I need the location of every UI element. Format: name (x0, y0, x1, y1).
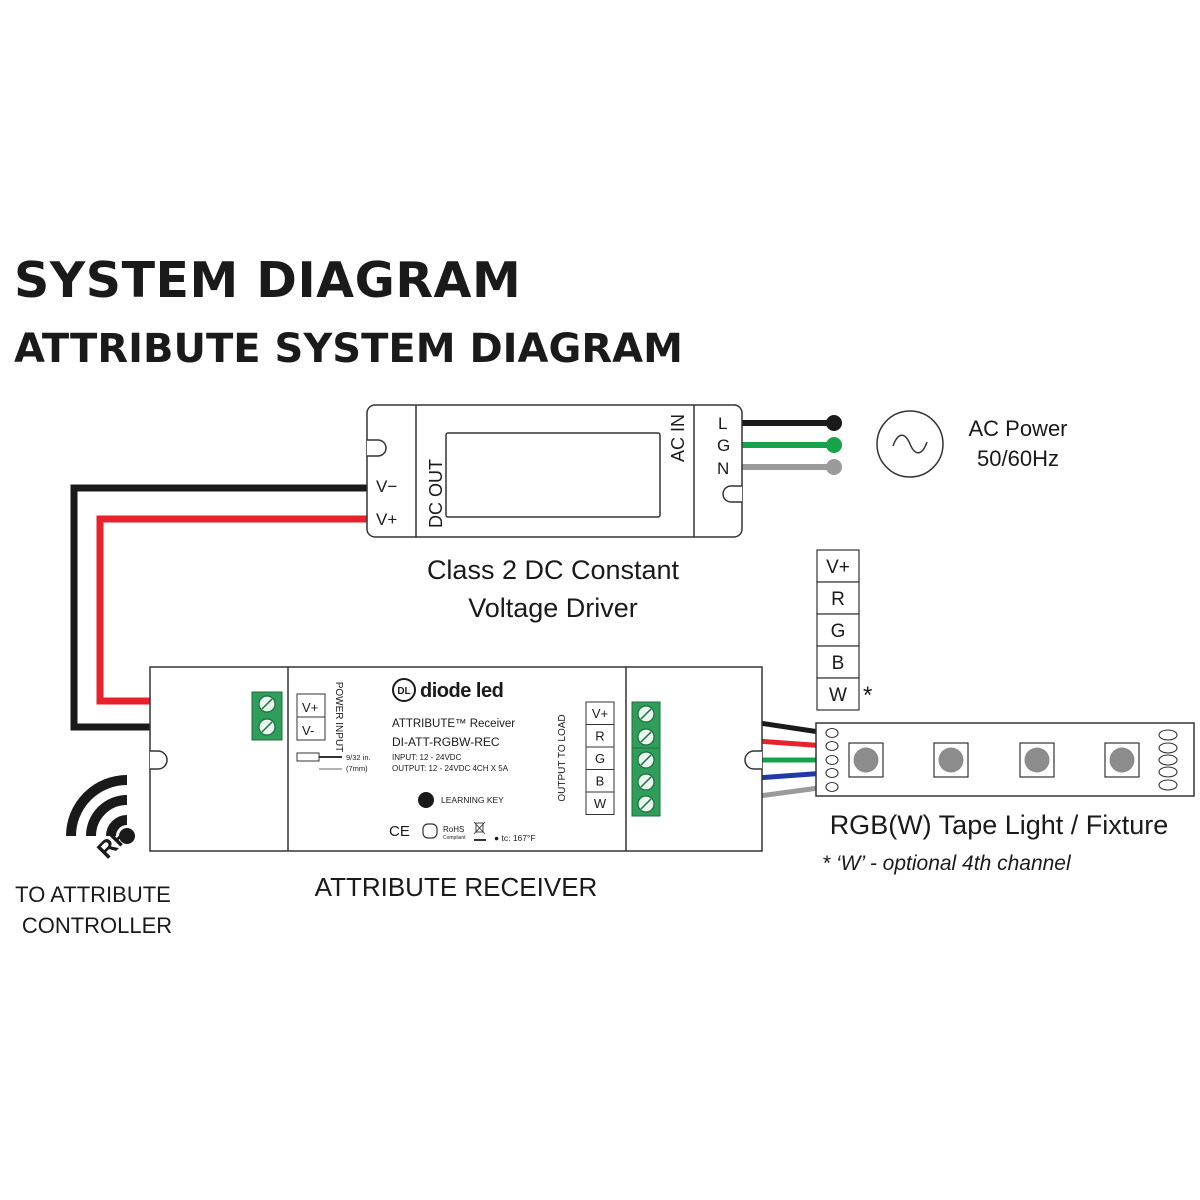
tape-solder-pad (825, 767, 839, 779)
rohs-compliant: Compliant (443, 835, 466, 841)
ac-power-source: AC Power 50/60Hz (876, 410, 1068, 478)
tape-label: RGB(W) Tape Light / Fixture (830, 810, 1169, 840)
tape-pin-label: G (831, 621, 846, 642)
tape-end-pad (1158, 766, 1178, 778)
strip-length-in: 9/32 in. (346, 753, 371, 762)
driver-pin-l: L (718, 414, 727, 433)
sine-wave-icon (892, 434, 928, 454)
tape-solder-pad (825, 754, 839, 766)
tape-solder-pad (825, 740, 839, 752)
load-pin-label: V+ (592, 706, 608, 721)
attribute-receiver: V+ V- POWER INPUT 9/32 in. (7mm) DL diod… (149, 666, 763, 852)
brand-logo-icon (392, 678, 416, 702)
tape-pin-label: W (829, 685, 847, 706)
tape-end-pad (1158, 729, 1178, 741)
rohs-mark: RoHS (443, 825, 464, 834)
tape-solder-pad (825, 727, 839, 739)
page-title: SYSTEM DIAGRAM (14, 252, 522, 309)
power-screw-vminus-slot (261, 721, 273, 733)
tape-pin-cell (816, 549, 860, 583)
output-terminal-screws (637, 705, 655, 813)
constant-voltage-driver: DC OUT AC IN V− V+ L G N (366, 404, 743, 538)
load-pin-labels: V+ RGBW (585, 701, 615, 815)
tape-end-pad (1158, 742, 1178, 754)
tape-pin-label: V+ (826, 557, 850, 578)
tape-pin-label: B (832, 653, 845, 674)
ac-power-line2: 50/60Hz (977, 446, 1059, 471)
strip-length-mm: (7mm) (346, 764, 368, 773)
tape-solder-pads (825, 727, 839, 793)
brand-name: diode led (420, 680, 503, 702)
tape-pin-table: V+ RGBW (816, 549, 860, 711)
page-subtitle: ATTRIBUTE SYSTEM DIAGRAM (14, 326, 683, 372)
terminal-screw-slot (640, 731, 652, 743)
weee-bin-icon (473, 821, 486, 841)
terminal-screw-slot (640, 708, 652, 720)
tape-pin-cell (816, 677, 860, 711)
learning-key-label: LEARNING KEY (441, 795, 504, 805)
receiver-output-spec: OUTPUT: 12 - 24VDC 4CH X 5A (392, 764, 509, 773)
load-pin-label: R (595, 729, 604, 744)
strip-length-wire-icon (296, 752, 320, 762)
led-emitter (938, 747, 964, 773)
power-input-label: POWER INPUT (333, 682, 344, 753)
tc-rating: ● tc: 167°F (494, 833, 536, 843)
rgbw-tape-light (815, 722, 1195, 797)
ac-dot-n (826, 459, 842, 475)
receiver-notch-left (150, 750, 168, 770)
driver-pin-v-minus: V− (376, 477, 397, 496)
load-pin-label: G (595, 751, 605, 766)
tape-end-pad (1158, 754, 1178, 766)
tape-pin-cell (816, 613, 860, 647)
driver-label-line2: Voltage Driver (468, 593, 638, 623)
led-emitter (853, 747, 879, 773)
tape-pin-label: R (831, 589, 845, 610)
terminal-screw-slot (640, 798, 652, 810)
output-to-load-label: OUTPUT TO LOAD (557, 714, 568, 801)
ac-power-line1: AC Power (968, 416, 1067, 441)
terminal-screw-slot (640, 754, 652, 766)
receiver-model: DI-ATT-RGBW-REC (392, 735, 500, 749)
load-pin-cell (585, 791, 615, 815)
driver-label-line1: Class 2 DC Constant (427, 555, 680, 585)
tape-leds (848, 742, 1140, 778)
receiver-notch-right (744, 750, 762, 770)
rf-label-line1: TO ATTRIBUTE (15, 882, 171, 907)
receiver-input-spec: INPUT: 12 - 24VDC (392, 753, 462, 762)
brand-logo-mark: DL (397, 686, 410, 697)
driver-notch-right (722, 485, 742, 503)
terminal-screw-slot (640, 776, 652, 788)
power-screw-vplus-slot (261, 698, 273, 710)
driver-pin-n: N (717, 459, 729, 478)
led-emitter (1109, 747, 1135, 773)
tape-solder-pad (825, 781, 839, 793)
driver-pin-v-plus: V+ (376, 510, 397, 529)
driver-pin-g: G (717, 436, 730, 455)
load-pin-label: W (594, 796, 607, 811)
ac-dot-g (826, 437, 842, 453)
power-pin-v-minus: V- (302, 723, 314, 738)
driver-notch-left (367, 439, 387, 457)
power-pin-v-plus: V+ (302, 700, 318, 715)
tape-note: * ‘W’ - optional 4th channel (822, 852, 1072, 875)
rf-signal-icon (66, 775, 135, 844)
receiver-product-name: ATTRIBUTE™ Receiver (392, 718, 515, 730)
driver-ac-in: AC IN (668, 414, 688, 462)
driver-window (445, 432, 661, 518)
ac-dot-l (826, 415, 842, 431)
ce-mark: CE (389, 823, 410, 840)
receiver-label: ATTRIBUTE RECEIVER (315, 872, 598, 902)
tape-end-pad (1158, 779, 1178, 791)
load-pin-label: B (596, 774, 605, 789)
rf-label-line2: CONTROLLER (22, 913, 172, 938)
tape-end-pads (1158, 729, 1178, 791)
cert-mark-icon (422, 823, 438, 839)
tape-w-asterisk: * (863, 682, 872, 709)
driver-dc-out: DC OUT (426, 459, 446, 528)
learning-key-button[interactable] (418, 792, 434, 808)
tape-pin-cell (816, 581, 860, 615)
led-emitter (1024, 747, 1050, 773)
